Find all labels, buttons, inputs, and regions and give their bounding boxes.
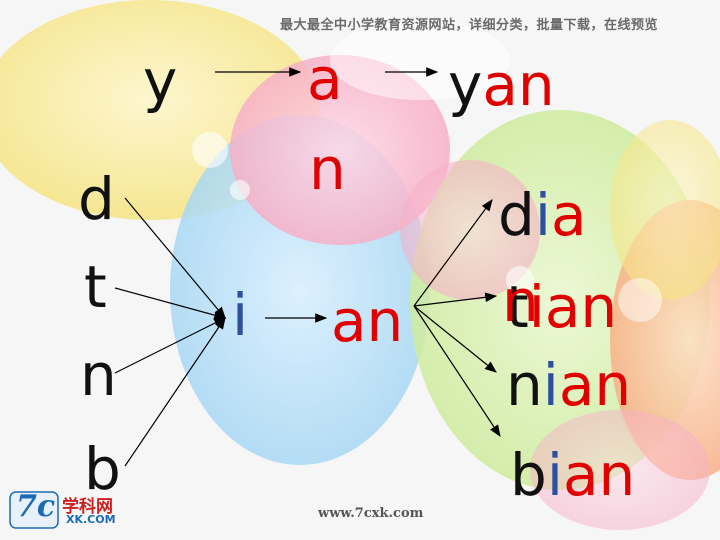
initial-d: d (78, 165, 115, 233)
initial-y: y (143, 47, 178, 115)
result-dia: dia (498, 186, 587, 244)
logo-mark: 7c (16, 489, 56, 524)
result-bian-initial: b (510, 441, 547, 509)
logo-emblem-icon (9, 491, 59, 529)
result-dia-initial: d (498, 181, 535, 249)
logo-english-text: XK.COM (66, 513, 116, 526)
footer-url: www.7cxk.com (318, 506, 424, 521)
arrow-n-to-i (114, 317, 227, 374)
initial-t: t (84, 253, 107, 321)
result-yan: yan (448, 56, 555, 114)
result-tian-overlay-n: n (502, 267, 539, 335)
result-nian-initial: n (506, 351, 543, 419)
arrow-an-to-nian (413, 305, 497, 373)
result-tian-final: ian (528, 273, 618, 341)
result-yan-final: an (482, 51, 555, 119)
initial-n: n (80, 341, 117, 409)
arrow-d-to-i (124, 197, 226, 319)
site-logo: 7c 学科网 XK.COM (8, 488, 140, 532)
logo-chinese-text: 学科网 (62, 497, 113, 517)
arrow-an-to-dia (413, 199, 493, 307)
final-n: n (309, 135, 346, 203)
initial-b: b (84, 435, 121, 503)
result-bian-final: an (562, 441, 636, 509)
result-nian: nian (506, 356, 631, 414)
result-nian-final: an (558, 351, 632, 419)
medial-i: i (232, 281, 249, 349)
result-dia-final: a (550, 181, 587, 249)
site-banner: 最大最全中小学教育资源网站，详细分类，批量下载，在线预览 (280, 18, 659, 33)
result-dia-medial: i (534, 181, 551, 249)
result-nian-medial: i (542, 351, 559, 419)
result-tian: tian (506, 278, 617, 336)
result-bian: bian (510, 446, 635, 504)
final-an: an (331, 287, 404, 355)
result-yan-initial: y (448, 51, 483, 119)
arrow-t-to-i (114, 287, 227, 320)
arrow-b-to-i (124, 317, 226, 467)
final-a: a (307, 45, 343, 113)
arrow-an-to-tian (413, 292, 498, 307)
result-bian-medial: i (546, 441, 563, 509)
result-tian-initial: t (506, 273, 529, 341)
arrow-an-to-bian (413, 305, 501, 438)
